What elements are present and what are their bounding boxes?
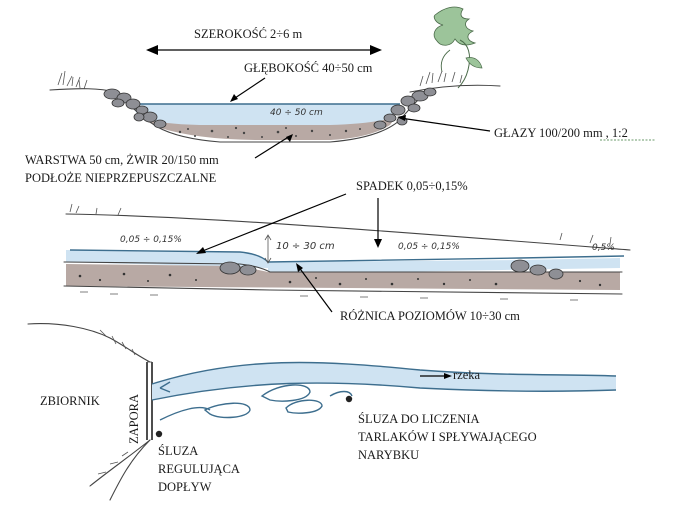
boulders-label: GŁAZY 100/200 mm , 1:2	[494, 126, 628, 140]
channel-water	[130, 104, 400, 125]
reservoir-label: ZBIORNIK	[40, 394, 100, 408]
bed-dots	[78, 272, 602, 287]
grass-top	[69, 203, 612, 245]
step-note: 10 ÷ 30 cm	[276, 241, 335, 252]
slope-pointers	[196, 193, 382, 254]
river-flow-arrow	[420, 373, 452, 379]
plan-view: ZBIORNIK ZAPORA rzeka ŚLUZA DO LICZENIA …	[27, 323, 617, 501]
slope-note-end: 0,5%	[592, 243, 615, 253]
layer-label-line2: PODŁOŻE NIEPRZEPUSZCZALNE	[25, 171, 217, 185]
level-diff-label: RÓŻNICA POZIOMÓW 10÷30 cm	[340, 309, 520, 323]
river-label: rzeka	[453, 368, 481, 382]
layer-pointer	[254, 134, 293, 159]
longitudinal-section: 10 ÷ 30 cm 0,05 ÷ 0,15% 0,05 ÷ 0,15% 0,5…	[63, 179, 631, 323]
meander-channel	[159, 384, 353, 421]
sluice-reg-line1: ŚLUZA	[158, 444, 198, 458]
level-diff-pointer	[296, 263, 333, 313]
boulders-pointer	[397, 115, 491, 132]
boulders-left	[103, 88, 167, 129]
grass-right	[419, 70, 463, 87]
reservoir-shore	[27, 323, 151, 363]
layer-label-line1: WARSTWA 50 cm, ŻWIR 20/150 mm	[25, 153, 219, 167]
river-bank-bottom	[151, 382, 617, 401]
lower-water	[268, 258, 620, 274]
boulders-right	[373, 87, 437, 130]
bed-hatching	[80, 291, 578, 301]
river-bank-top	[151, 361, 617, 385]
depth-label: GŁĘBOKOŚĆ 40÷50 cm	[244, 61, 373, 75]
width-label: SZEROKOŚĆ 2÷6 m	[194, 27, 303, 41]
slope-note-left: 0,05 ÷ 0,15%	[120, 235, 182, 245]
bed-gravel	[66, 264, 620, 290]
sluice-counting-point	[345, 395, 353, 403]
dam	[146, 361, 153, 440]
sluice-count-line3: NARYBKU	[358, 448, 419, 462]
plant	[433, 6, 483, 89]
gravel-dots	[178, 126, 361, 138]
sluice-count-line1: ŚLUZA DO LICZENIA	[358, 412, 480, 426]
bed-depth-note: 40 ÷ 50 cm	[270, 108, 323, 118]
width-dimension-arrow	[146, 45, 382, 55]
slope-label: SPADEK 0,05÷0,15%	[356, 179, 468, 193]
cross-section: 40 ÷ 50 cm SZEROKOŚĆ 2÷6 m GŁĘBOKOŚĆ 40÷…	[25, 6, 656, 185]
step-marker	[264, 234, 272, 264]
sluice-reg-line2: REGULUJĄCA	[158, 462, 240, 476]
dam-label: ZAPORA	[127, 394, 141, 444]
sluice-regulating-point	[155, 430, 163, 438]
depth-pointer	[230, 77, 266, 102]
grass-left	[57, 70, 88, 90]
bed-rocks	[219, 259, 564, 280]
sluice-reg-line3: DOPŁYW	[158, 480, 212, 494]
sluice-count-line2: TARLAKÓW I SPŁYWAJĄCEGO	[358, 430, 537, 444]
slope-note-right: 0,05 ÷ 0,15%	[398, 242, 460, 252]
